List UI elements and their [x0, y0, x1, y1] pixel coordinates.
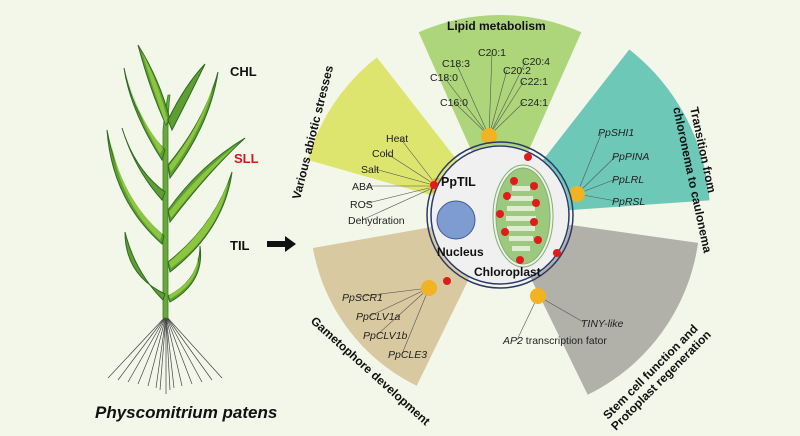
- sector-wedge: [543, 49, 710, 211]
- function-sectors: HeatColdSaltABAROSDehydrationC16:0C18:0C…: [289, 15, 719, 433]
- arrow-right-icon: [267, 236, 296, 252]
- hub-node: [530, 288, 546, 304]
- cell-outer-membrane: [426, 141, 574, 289]
- hub-node: [421, 280, 437, 296]
- chloroplast-dot: [530, 182, 538, 190]
- nucleus: [436, 200, 476, 240]
- connector-line: [576, 131, 603, 195]
- connector-line: [516, 295, 539, 341]
- sector-item-label: TINY-like: [581, 318, 624, 330]
- connector-line: [488, 80, 525, 137]
- connector-line: [537, 295, 586, 324]
- sector-item-label: C20:2: [503, 65, 531, 77]
- sector-item-label: Dehydration: [348, 215, 405, 227]
- membrane-dot: [443, 277, 451, 285]
- sector-item-label: PpCLE3: [388, 349, 427, 361]
- leaves: [106, 44, 246, 303]
- label-chl: CHL: [230, 64, 257, 79]
- connector-line: [401, 287, 430, 355]
- chloroplast-dot: [501, 228, 509, 236]
- nucleus-label: Nucleus: [437, 245, 484, 259]
- membrane-dot: [553, 249, 561, 257]
- sector-item-label: Cold: [372, 148, 394, 160]
- connector-line: [453, 101, 490, 137]
- chloroplast-outer: [492, 164, 554, 268]
- pptil-localization-dots: [430, 153, 561, 285]
- chloroplast-dot: [530, 218, 538, 226]
- connector-line: [369, 287, 430, 317]
- connector-line: [488, 60, 527, 137]
- connector-line: [374, 168, 438, 187]
- membrane-dot: [430, 181, 438, 189]
- connector-line: [361, 185, 438, 221]
- sector-item-label: PpCLV1a: [356, 311, 401, 323]
- sector-item-label: C18:0: [430, 72, 458, 84]
- connector-line: [488, 51, 493, 137]
- sector-item-label: C20:4: [522, 56, 550, 68]
- sector-item-label: PpSCR1: [342, 292, 383, 304]
- protein-label: PpTIL: [441, 175, 476, 189]
- sector-item-label: ROS: [350, 199, 373, 211]
- stem: [162, 94, 171, 319]
- thylakoids: [506, 186, 536, 251]
- connector-line: [443, 76, 490, 137]
- chloroplast-dot: [532, 199, 540, 207]
- rhizoids: [107, 315, 223, 394]
- membrane-dot: [524, 153, 532, 161]
- connector-line: [488, 69, 508, 137]
- moss-plant-illustration: CHL SLL TIL Physcomitrium patens: [95, 44, 296, 422]
- sector-wedge: [530, 224, 699, 395]
- sector-item-label: PpPINA: [612, 151, 649, 163]
- connector-line: [355, 287, 430, 298]
- sector-item-label: C22:1: [520, 76, 548, 88]
- hub-node: [481, 128, 497, 144]
- sector-item-label: ABA: [352, 181, 373, 193]
- sector-item-label: C18:3: [442, 58, 470, 70]
- sector-item-label: Heat: [386, 133, 408, 145]
- species-name: Physcomitrium patens: [95, 403, 277, 422]
- sector-wedge: [312, 227, 470, 386]
- chloroplast-dot: [503, 192, 511, 200]
- hub-node: [569, 186, 585, 202]
- sector-item-label: Salt: [361, 164, 379, 176]
- sector-item-label: PpRSL: [612, 196, 645, 208]
- cell: PpTIL Nucleus Chloroplast: [426, 141, 574, 289]
- chloroplast-dot: [496, 210, 504, 218]
- chloroplast-dot: [516, 256, 524, 264]
- sector-item-label: PpCLV1b: [363, 330, 408, 342]
- sector-item-label: AP2 transcription fator: [502, 335, 607, 347]
- sector-wedge: [307, 57, 457, 196]
- chloroplast-dot: [534, 236, 542, 244]
- chloroplast-dot: [510, 177, 518, 185]
- title-lipid-metabolism: Lipid metabolism: [447, 19, 546, 33]
- connector-line: [399, 137, 438, 187]
- sector-item-label: C24:1: [520, 97, 548, 109]
- chloroplast-label: Chloroplast: [474, 265, 541, 279]
- connector-line: [455, 62, 490, 137]
- label-til: TIL: [230, 238, 250, 253]
- connector-line: [385, 152, 438, 187]
- connector-line: [363, 185, 438, 205]
- label-sll: SLL: [234, 151, 259, 166]
- connector-line: [488, 101, 525, 137]
- sector-item-label: PpLRL: [612, 174, 644, 186]
- sector-item-label: C16:0: [440, 97, 468, 109]
- connector-line: [376, 287, 430, 336]
- sector-item-label: PpSHI1: [598, 127, 634, 139]
- sector-wedge: [418, 15, 582, 152]
- connector-line: [576, 155, 617, 195]
- sector-item-label: C20:1: [478, 47, 506, 59]
